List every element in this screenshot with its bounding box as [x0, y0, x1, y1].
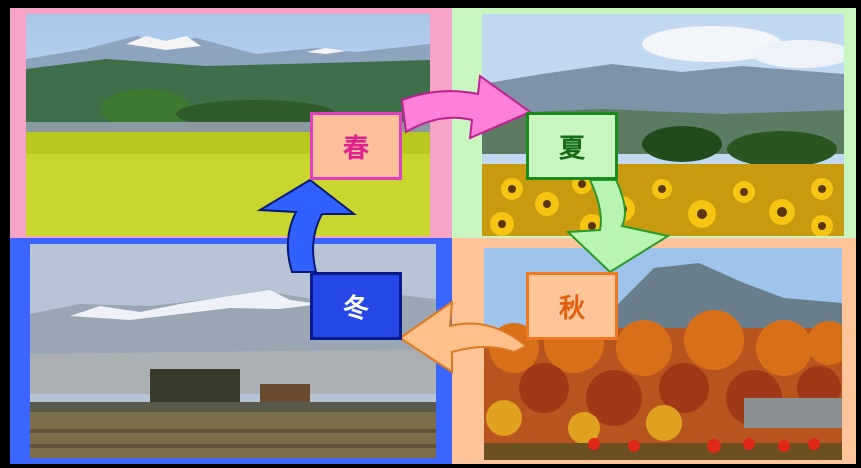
- summer-label: 夏: [526, 112, 618, 180]
- spring-label-text: 春: [342, 133, 369, 164]
- winter-label: 冬: [310, 272, 402, 340]
- winter-label-text: 冬: [342, 293, 369, 324]
- autumn-label: 秋: [526, 272, 618, 340]
- autumn-panel: [452, 238, 856, 464]
- spring-label: 春: [310, 112, 402, 180]
- autumn-label-text: 秋: [558, 293, 585, 324]
- summer-panel: [452, 8, 856, 238]
- summer-label-text: 夏: [558, 133, 585, 164]
